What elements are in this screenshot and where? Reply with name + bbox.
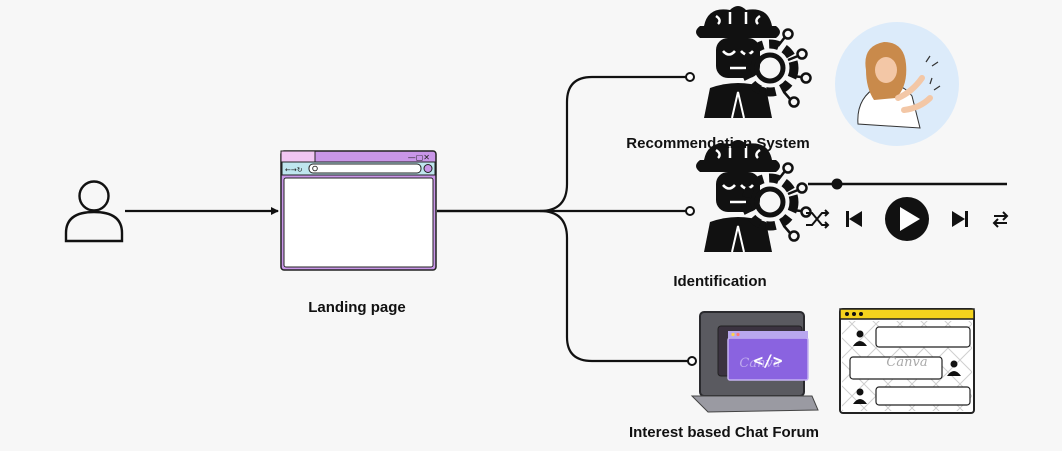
chat-avatar-icon bbox=[853, 388, 867, 404]
browser-window-icon: —▢✕ ←→↻ bbox=[280, 150, 437, 271]
laptop-code-icon: </> Canva bbox=[690, 311, 819, 413]
user-icon bbox=[64, 180, 124, 243]
chat-window-icon: Canva bbox=[839, 308, 975, 414]
previous-track-icon bbox=[846, 211, 862, 227]
shuffle-icon bbox=[806, 209, 830, 229]
music-player-controls bbox=[806, 178, 1009, 241]
edge-landing-to-recommendation bbox=[437, 75, 686, 213]
connectors bbox=[125, 72, 697, 366]
chat-forum-label: Interest based Chat Forum bbox=[628, 424, 820, 441]
robot-brain-gear-icon bbox=[696, 6, 812, 119]
connector-end-chat bbox=[687, 356, 697, 366]
canva-watermark: Canva bbox=[739, 356, 780, 371]
recommendation-system-label: Recommendation System bbox=[626, 135, 810, 152]
chat-avatar-icon bbox=[947, 360, 961, 376]
next-track-icon bbox=[952, 211, 968, 227]
landing-page-label: Landing page bbox=[308, 299, 406, 316]
connector-end-identification bbox=[685, 206, 695, 216]
identification-label: Identification bbox=[673, 273, 767, 290]
edge-landing-to-chat bbox=[539, 209, 688, 363]
browser-nav: ←→↻ bbox=[285, 166, 303, 174]
repeat-icon bbox=[992, 211, 1009, 228]
chat-avatar-icon bbox=[853, 330, 867, 346]
browser-controls: —▢✕ bbox=[408, 153, 430, 162]
svg-text:</>: </> bbox=[754, 351, 783, 370]
robot-brain-gear-icon bbox=[696, 140, 812, 253]
canva-watermark: Canva bbox=[886, 355, 927, 370]
connector-end-recommendation bbox=[685, 72, 695, 82]
play-button-icon bbox=[885, 197, 929, 241]
woman-pointing-illustration bbox=[835, 22, 959, 146]
